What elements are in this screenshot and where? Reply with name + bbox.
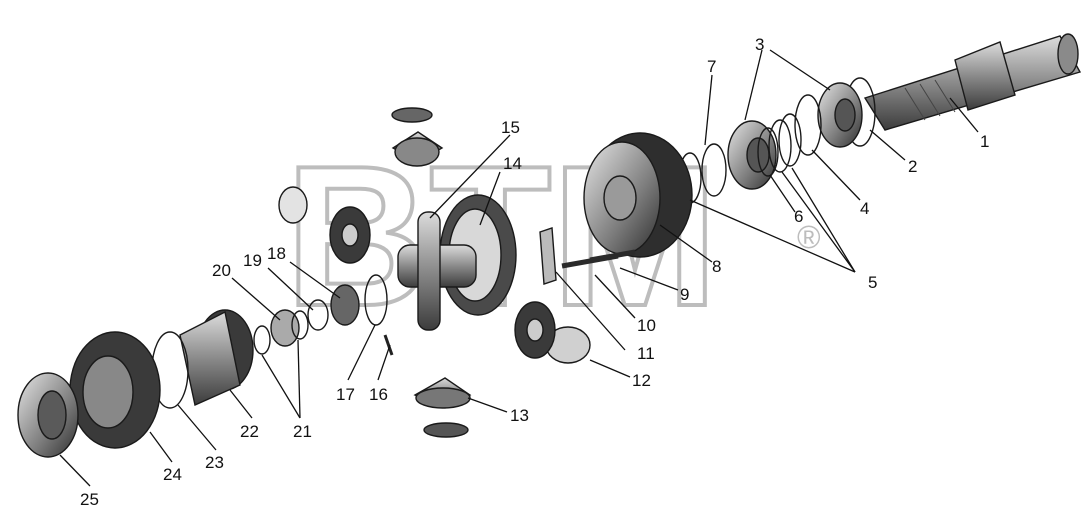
part-4-ring — [794, 94, 822, 156]
part-5-shim-b — [768, 119, 792, 173]
label-part-17: 17 — [336, 385, 355, 404]
label-part-10: 10 — [637, 316, 656, 335]
side-gear-left — [329, 206, 371, 264]
part-13-washer-bottom — [423, 422, 469, 438]
pinion-washer-top — [391, 107, 433, 123]
label-part-14: 14 — [503, 154, 522, 173]
side-gear-right — [514, 301, 556, 359]
label-part-3: 3 — [755, 35, 764, 54]
label-part-2: 2 — [908, 157, 917, 176]
label-part-5: 5 — [868, 273, 877, 292]
part-5-shim-a — [778, 113, 802, 167]
label-part-22: 22 — [240, 422, 259, 441]
label-part-13: 13 — [510, 406, 529, 425]
label-part-7: 7 — [707, 57, 716, 76]
part-7-spacer — [701, 143, 727, 197]
part-21-ring-a — [291, 310, 309, 340]
part-6-ring — [757, 127, 779, 177]
part-16-pin — [383, 334, 394, 356]
part-19-ring — [307, 299, 329, 331]
part-24-housing — [69, 331, 161, 449]
part-15-spider — [397, 211, 477, 331]
label-part-15: 15 — [501, 118, 520, 137]
part-17-ring — [364, 274, 388, 326]
leader-lines — [59, 49, 979, 487]
label-part-24: 24 — [163, 465, 182, 484]
part-1-shaft — [863, 33, 1082, 131]
part-8-driven-gear — [583, 132, 693, 258]
label-part-11: 11 — [637, 344, 655, 363]
label-part-18: 18 — [267, 244, 286, 263]
part-labels: 1 2 3 4 5 6 7 8 9 10 11 12 13 14 15 16 1… — [80, 35, 989, 509]
part-13-pinion — [413, 377, 472, 409]
part-18-gear-small — [330, 284, 360, 326]
part-3-bearing-left — [727, 120, 777, 190]
label-part-6: 6 — [794, 207, 803, 226]
part-21-ring-b — [253, 325, 271, 355]
label-part-12: 12 — [632, 371, 651, 390]
washer-left — [278, 186, 308, 224]
part-11-lock-plate — [539, 227, 557, 285]
part-3-bearing-right — [817, 82, 863, 148]
label-part-20: 20 — [212, 261, 231, 280]
label-part-23: 23 — [205, 453, 224, 472]
part-25-cap — [17, 372, 79, 458]
part-22-hub — [179, 309, 254, 406]
label-part-1: 1 — [980, 132, 989, 151]
label-part-25: 25 — [80, 490, 99, 509]
label-part-16: 16 — [369, 385, 388, 404]
label-part-19: 19 — [243, 251, 262, 270]
label-part-21: 21 — [293, 422, 312, 441]
label-part-8: 8 — [712, 257, 721, 276]
part-9-bolts — [561, 249, 636, 269]
label-part-9: 9 — [680, 285, 689, 304]
label-part-4: 4 — [860, 199, 869, 218]
pinion-top — [391, 131, 444, 167]
